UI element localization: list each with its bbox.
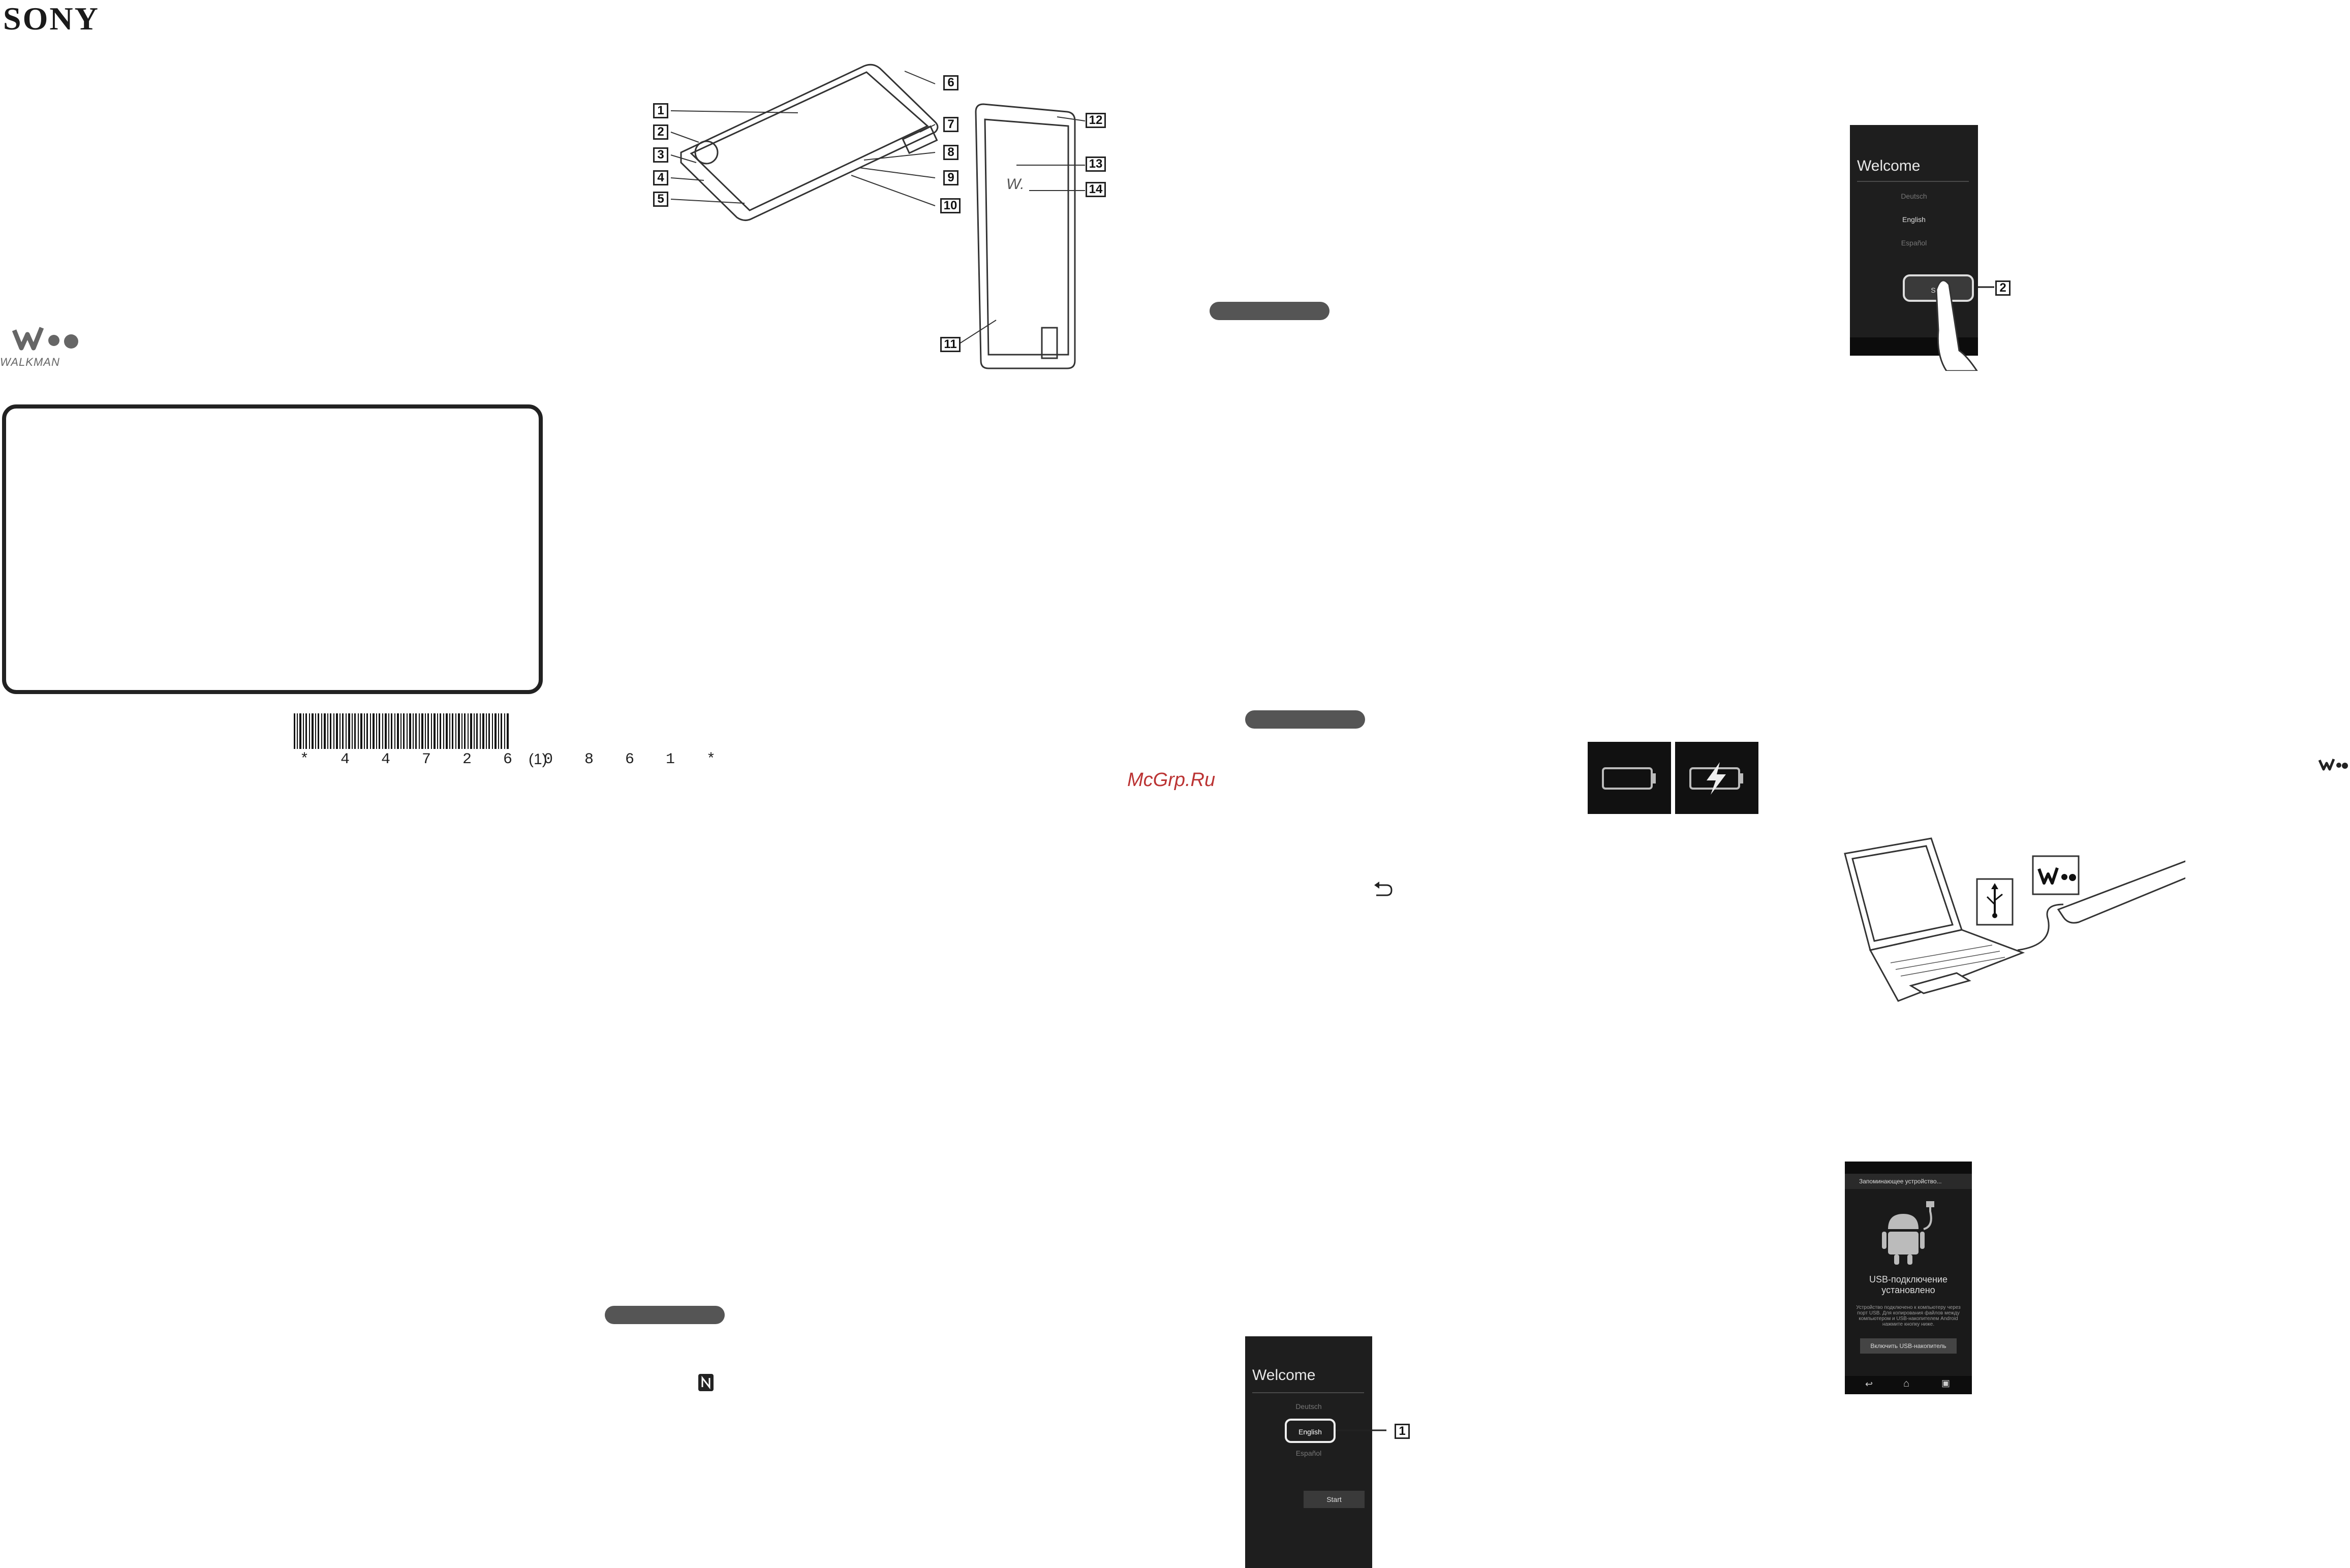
walkman-icon [2318, 759, 2348, 771]
welcome-title: Welcome [1252, 1367, 1316, 1384]
usb-connected-screen: Запоминающее устройство... USB-подключен… [1845, 1162, 1972, 1394]
usb-title: USB-подключение установлено [1869, 1274, 1947, 1295]
recent-apps-icon[interactable]: ▣ [1941, 1378, 1951, 1388]
home-icon[interactable]: ⌂ [1903, 1378, 1910, 1389]
section-heading-pill [1210, 302, 1329, 320]
language-option-deutsch[interactable]: Deutsch [1295, 1402, 1322, 1410]
callout-4: 4 [653, 170, 668, 185]
battery-empty-icon [1602, 767, 1656, 790]
language-option-espanol[interactable]: Español [1295, 1449, 1322, 1457]
callout-5: 5 [653, 192, 668, 207]
language-option-deutsch[interactable]: Deutsch [1901, 192, 1927, 200]
callout-8: 8 [943, 145, 958, 160]
barcode-digits: * 4 4 7 2 6 0 8 6 1 * [300, 751, 727, 768]
battery-empty-panel [1588, 742, 1671, 814]
walkman-wordmark: WALKMAN [0, 356, 60, 368]
welcome-title: Welcome [1857, 158, 1921, 174]
back-arrow-icon [1374, 882, 1393, 896]
language-option-espanol[interactable]: Español [1901, 239, 1927, 247]
language-option-english[interactable]: English [1902, 215, 1926, 224]
callout-10: 10 [940, 198, 961, 213]
language-option-english[interactable]: English [1285, 1419, 1336, 1443]
walkman-logo-icon [12, 327, 78, 351]
android-robot-icon [1882, 1201, 1934, 1265]
battery-charging-panel [1675, 742, 1758, 814]
nfc-icon [698, 1374, 714, 1391]
section-heading-pill [605, 1306, 725, 1324]
section-heading-pill [1245, 710, 1365, 729]
walkman-icon [2037, 867, 2076, 885]
callout-12: 12 [1086, 113, 1106, 128]
laptop-connection-illustration [1844, 837, 2185, 1002]
battery-charging-icon [1689, 762, 1743, 795]
welcome-screen-2: Welcome Deutsch English Español Start [1850, 125, 1978, 356]
notice-box [2, 404, 543, 694]
callout-7: 7 [943, 117, 958, 132]
callout-13: 13 [1086, 156, 1106, 172]
app-header: Запоминающее устройство... [1845, 1174, 1972, 1189]
navigation-bar: ↩ ⌂ ▣ [1845, 1376, 1972, 1394]
barcode-suffix: (1) [529, 751, 547, 768]
start-button[interactable]: Start [1304, 1491, 1365, 1508]
enable-usb-storage-button[interactable]: Включить USB-накопитель [1860, 1338, 1957, 1354]
finger-tap-icon [1935, 279, 1978, 371]
callout-2: 2 [653, 124, 668, 140]
callout-9: 9 [943, 170, 958, 185]
welcome-screen-1: Welcome Deutsch English Español Start [1245, 1336, 1372, 1568]
callout-3: 3 [653, 147, 668, 163]
usb-description: Устройство подключено к компьютеру через… [1856, 1305, 1961, 1327]
callout-welcome-2: 2 [1995, 280, 2011, 296]
usb-icon [1986, 883, 2003, 918]
callout-1: 1 [653, 103, 668, 118]
back-icon[interactable]: ↩ [1865, 1379, 1873, 1389]
parts-diagram: W. [670, 64, 1086, 369]
callout-welcome-1: 1 [1395, 1424, 1410, 1439]
callout-11: 11 [940, 337, 961, 352]
barcode [294, 713, 509, 749]
sony-logo: SONY [3, 1, 100, 37]
watermark: McGrp.Ru [1127, 769, 1216, 791]
rear-walkman-mark-icon: W. [1006, 176, 1025, 193]
status-bar [1845, 1162, 1972, 1174]
callout-14: 14 [1086, 182, 1106, 197]
callout-6: 6 [943, 75, 958, 90]
